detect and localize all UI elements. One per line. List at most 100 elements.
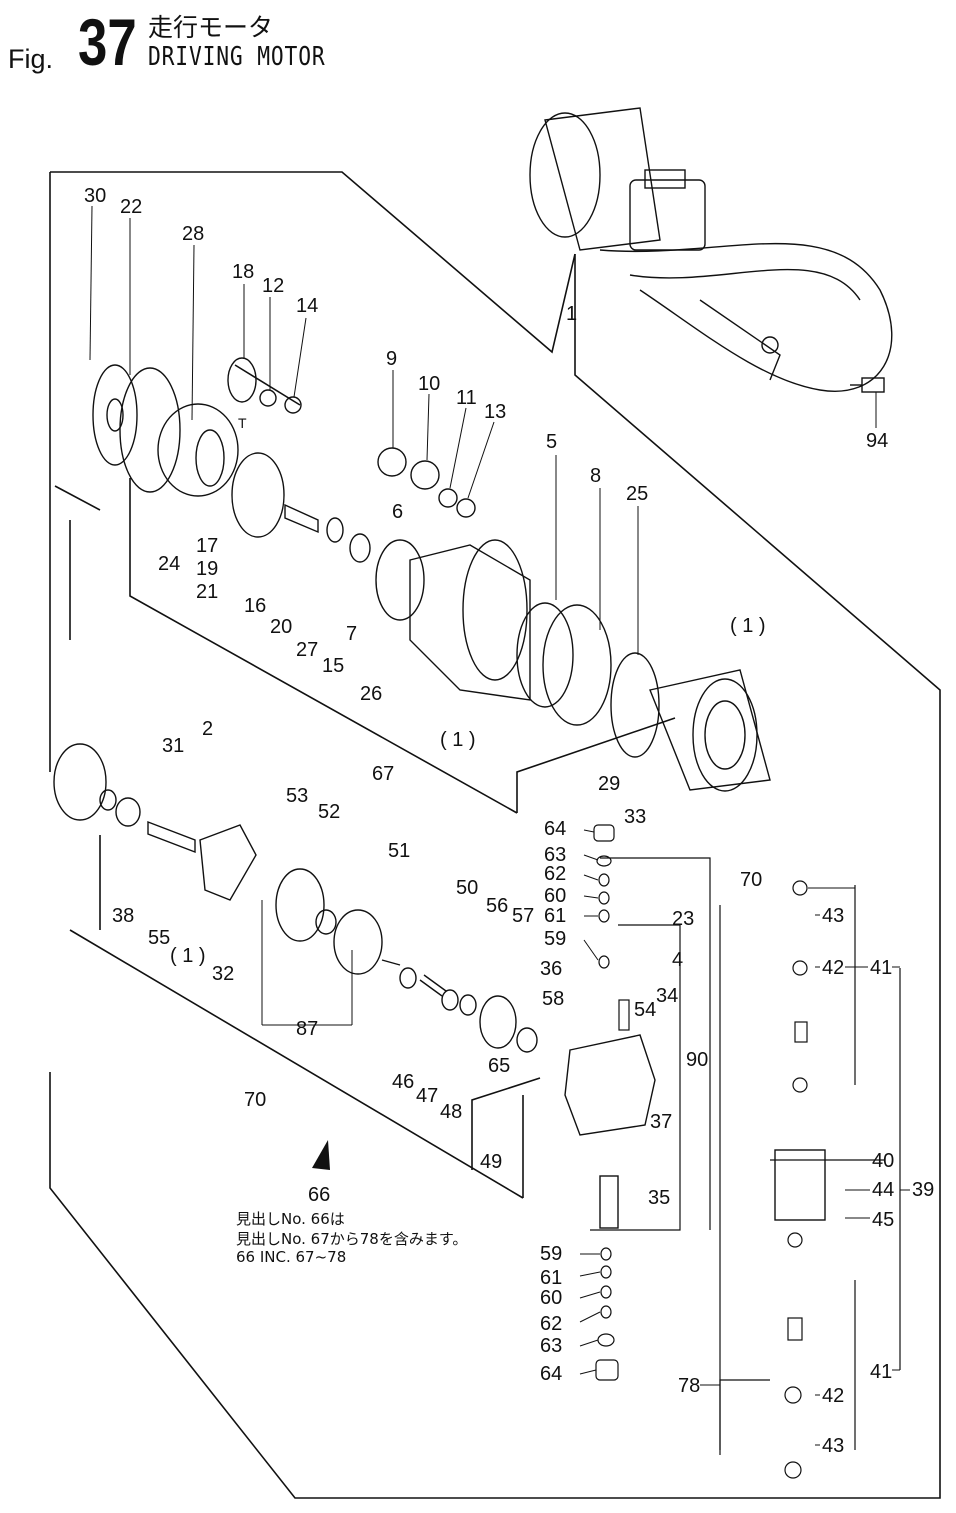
callout-17: 17 (196, 535, 218, 557)
callout-32: 32 (212, 963, 234, 985)
callout-64-bottom: 64 (540, 1363, 562, 1385)
lower-parts-group (53, 743, 826, 1229)
callout-65: 65 (488, 1055, 510, 1077)
callout-61-top: 61 (544, 905, 566, 927)
callout-8: 8 (590, 465, 601, 487)
callout-52: 52 (318, 801, 340, 823)
callout-47: 47 (416, 1085, 438, 1107)
callout-49: 49 (480, 1151, 502, 1173)
callout-44: 44 (872, 1179, 894, 1201)
callout-56: 56 (486, 895, 508, 917)
assembled-motor-drawing (529, 107, 893, 393)
callout-63-top: 63 (544, 844, 566, 866)
note-reference-number: 66 (308, 1184, 331, 1206)
callout-78: 78 (678, 1375, 700, 1397)
callout-19: 19 (196, 558, 218, 580)
callout-13: 13 (484, 401, 506, 423)
callout-64-top: 64 (544, 818, 566, 840)
callout-41-bottom: 41 (870, 1361, 892, 1383)
callout-67: 67 (372, 763, 394, 785)
callout-9: 9 (386, 348, 397, 370)
callout-7: 7 (346, 623, 357, 645)
upper-parts-group (92, 357, 771, 792)
valve-stack-brackets (590, 857, 901, 1455)
callout-14: 14 (296, 295, 318, 317)
callout-4: 4 (672, 949, 683, 971)
callout-11: 11 (456, 387, 477, 409)
callout-60-top: 60 (544, 885, 566, 907)
callout-12: 12 (262, 275, 284, 297)
callout-31: 31 (162, 735, 184, 757)
callout-29: 29 (598, 773, 620, 795)
callout-58: 58 (542, 988, 564, 1010)
callout-55: 55 (148, 927, 170, 949)
callout-16: 16 (244, 595, 266, 617)
callout-87: 87 (296, 1018, 318, 1040)
callout-T: T (238, 415, 247, 431)
callout-2: 2 (202, 718, 213, 740)
callout-30: 30 (84, 185, 106, 207)
callout-34: 34 (656, 985, 678, 1007)
callout-48: 48 (440, 1101, 462, 1123)
callout-35: 35 (648, 1187, 670, 1209)
callout-28: 28 (182, 223, 204, 245)
note-line-2: 見出しNo. 67から78を含みます。 (236, 1230, 468, 1248)
callout-1-low: ( 1 ) (170, 945, 206, 967)
callout-6: 6 (392, 501, 403, 523)
callout-46: 46 (392, 1071, 414, 1093)
callout-25: 25 (626, 483, 648, 505)
callout-57: 57 (512, 905, 534, 927)
callout-43-top: 43 (822, 905, 844, 927)
callout-22: 22 (120, 196, 142, 218)
warning-triangle (312, 1140, 330, 1170)
callout-18: 18 (232, 261, 254, 283)
callout-20: 20 (270, 616, 292, 638)
callout-42-top: 42 (822, 957, 844, 979)
callout-21: 21 (196, 581, 218, 603)
figure-prefix: Fig. (8, 44, 54, 74)
callout-23: 23 (672, 908, 694, 930)
callout-40: 40 (872, 1150, 894, 1172)
callout-33: 33 (624, 806, 646, 828)
callout-62-bottom: 62 (540, 1313, 562, 1335)
callout-50: 50 (456, 877, 478, 899)
callout-1-right: ( 1 ) (730, 615, 766, 637)
title-english: DRIVING MOTOR (148, 42, 326, 72)
callout-70-bottom: 70 (244, 1089, 266, 1111)
title-japanese: 走行モータ (148, 13, 274, 42)
callout-24: 24 (158, 553, 180, 575)
callout-38: 38 (112, 905, 134, 927)
note-line-1: 見出しNo. 66は (236, 1210, 345, 1228)
callout-59-top: 59 (544, 928, 566, 950)
callout-27: 27 (296, 639, 318, 661)
callout-1-top: 1 (566, 303, 577, 325)
callout-70-top: 70 (740, 869, 762, 891)
callout-10: 10 (418, 373, 440, 395)
callout-36: 36 (540, 958, 562, 980)
callout-26: 26 (360, 683, 382, 705)
callout-53: 53 (286, 785, 308, 807)
figure-number: 37 (78, 5, 137, 79)
callout-61-bottom: 61 (540, 1267, 562, 1289)
callout-15: 15 (322, 655, 344, 677)
callout-41-top: 41 (870, 957, 892, 979)
callout-45: 45 (872, 1209, 894, 1231)
callout-63-bottom: 63 (540, 1335, 562, 1357)
callout-5: 5 (546, 431, 557, 453)
callout-37: 37 (650, 1111, 672, 1133)
callout-51: 51 (388, 840, 410, 862)
callout-42-bottom: 42 (822, 1385, 844, 1407)
callout-59-bottom: 59 (540, 1243, 562, 1265)
callout-54: 54 (634, 999, 656, 1021)
callout-60-bottom: 60 (540, 1287, 562, 1309)
callout-39: 39 (912, 1179, 934, 1201)
callout-labels: 30 22 28 18 12 14 9 10 11 13 5 8 25 1 94… (84, 185, 934, 1457)
note-line-3: 66 INC. 67~78 (236, 1248, 347, 1266)
callout-62-top: 62 (544, 863, 566, 885)
callout-43-bottom: 43 (822, 1435, 844, 1457)
callout-1-mid: ( 1 ) (440, 729, 476, 751)
leader-lines (89, 205, 910, 1446)
callout-94: 94 (866, 430, 888, 452)
callout-90: 90 (686, 1049, 708, 1071)
